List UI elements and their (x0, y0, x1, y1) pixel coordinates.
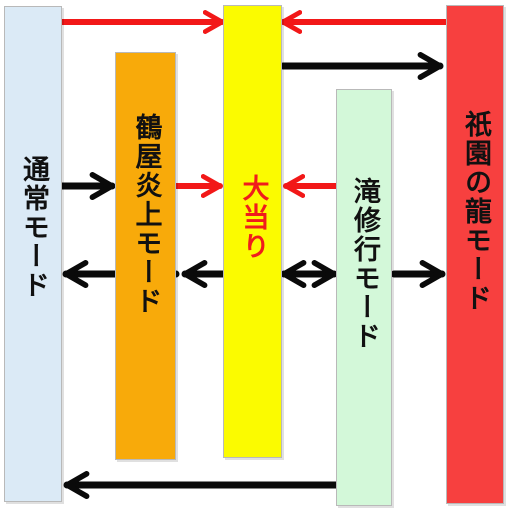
normal-mode-label: 通常モード (18, 155, 49, 300)
takishugyo-mode-box: 滝修行モード (336, 89, 392, 506)
gion-mode-label: 祇園の龍モード (460, 110, 491, 313)
jackpot-box: 大当り (223, 5, 282, 458)
gion-mode-box: 祇園の龍モード (446, 5, 504, 504)
normal-mode-box: 通常モード (4, 6, 62, 502)
tsuruya-mode-label: 鶴屋炎上モード (130, 113, 162, 316)
jackpot-label: 大当り (237, 174, 269, 261)
takishugyo-mode-label: 滝修行モード (349, 177, 380, 351)
tsuruya-mode-box: 鶴屋炎上モード (115, 52, 176, 460)
